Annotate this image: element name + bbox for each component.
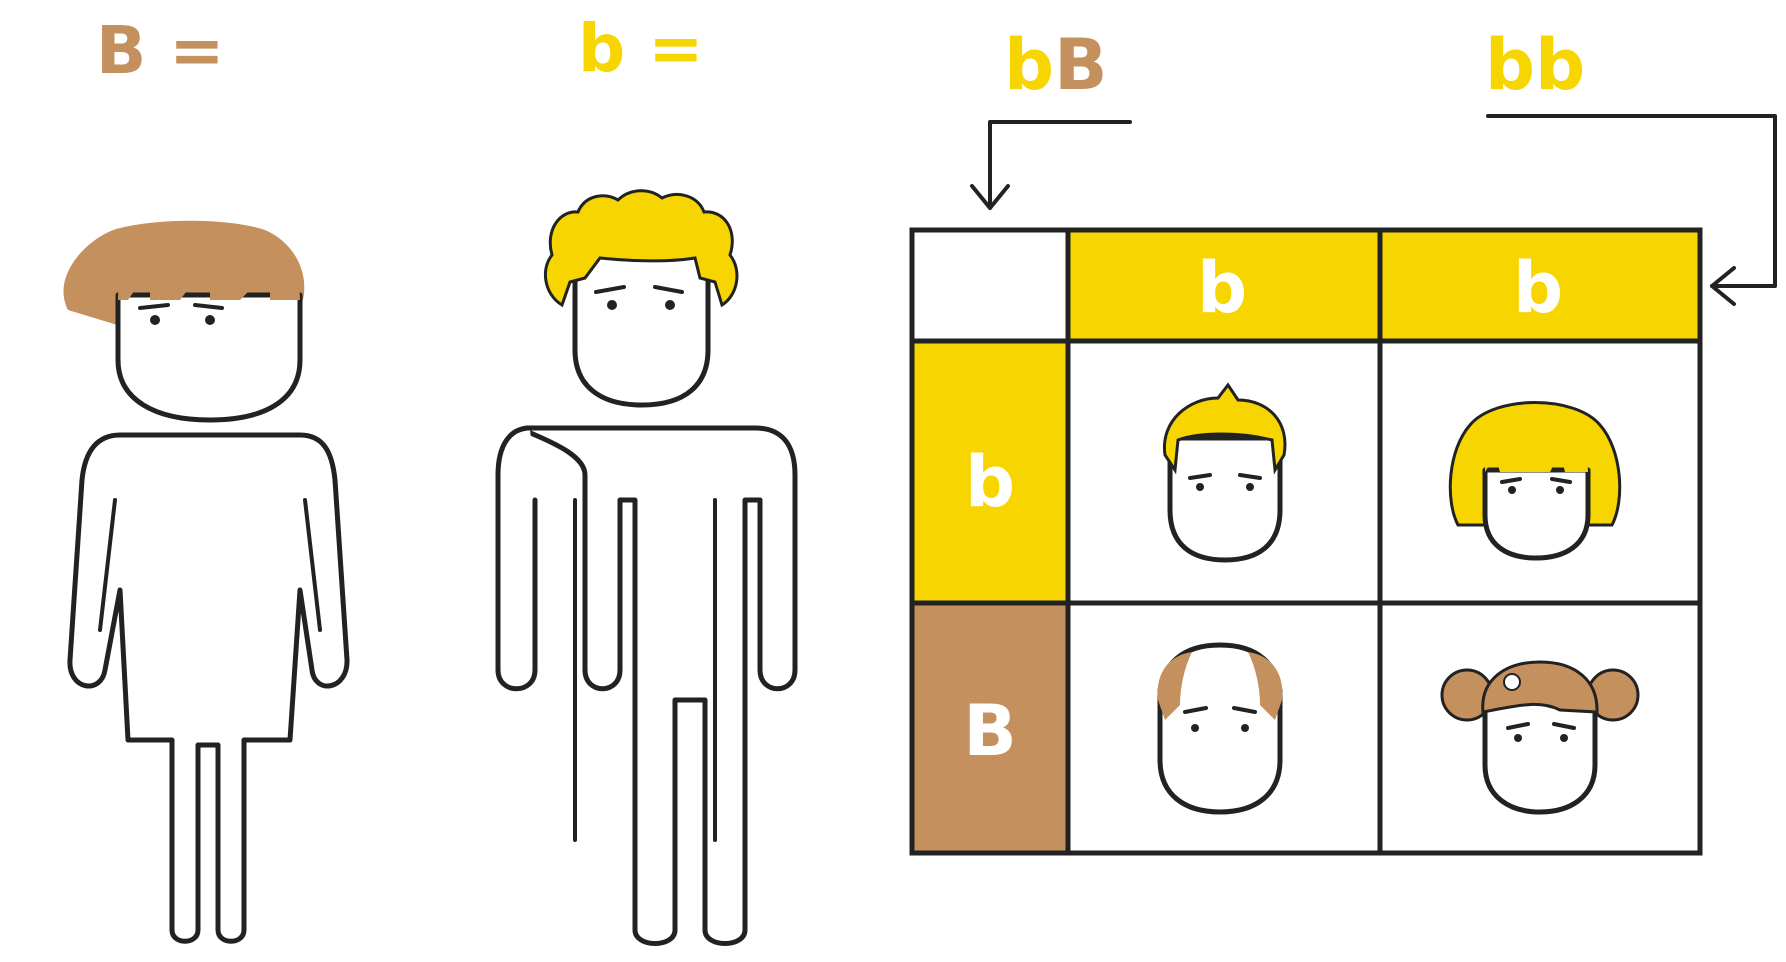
mother-figure-icon [63,220,350,944]
girl-yellow-hair-icon [1448,401,1622,561]
boy-brown-hair-icon [1157,642,1283,815]
mother-genotype-label: bB [1004,30,1107,100]
punnett-grid: b b b B [909,227,1703,856]
column-header-label: b [1197,247,1247,329]
father-genotype-label: bb [1485,24,1586,106]
yellow-allele-key: b = [578,10,704,87]
row-header-cell [912,603,1068,853]
column-header-cell [1380,230,1700,341]
girl-brown-pigtails-icon [1440,660,1640,815]
column-header-label: b [1513,247,1563,329]
mother-allele-brown: B [1054,24,1108,106]
father-figure-icon [495,189,798,946]
row-header-label: B [963,690,1016,772]
column-header-cell [1068,230,1380,341]
row-header-cell [912,341,1068,603]
row-header-label: b [965,441,1015,523]
mother-allele-yellow: b [1004,24,1055,106]
father-arrow-icon [1486,114,1777,306]
boy-yellow-hair-icon [1162,382,1287,563]
mother-arrow-icon [970,120,1132,210]
brown-allele-key: B = [96,12,225,89]
